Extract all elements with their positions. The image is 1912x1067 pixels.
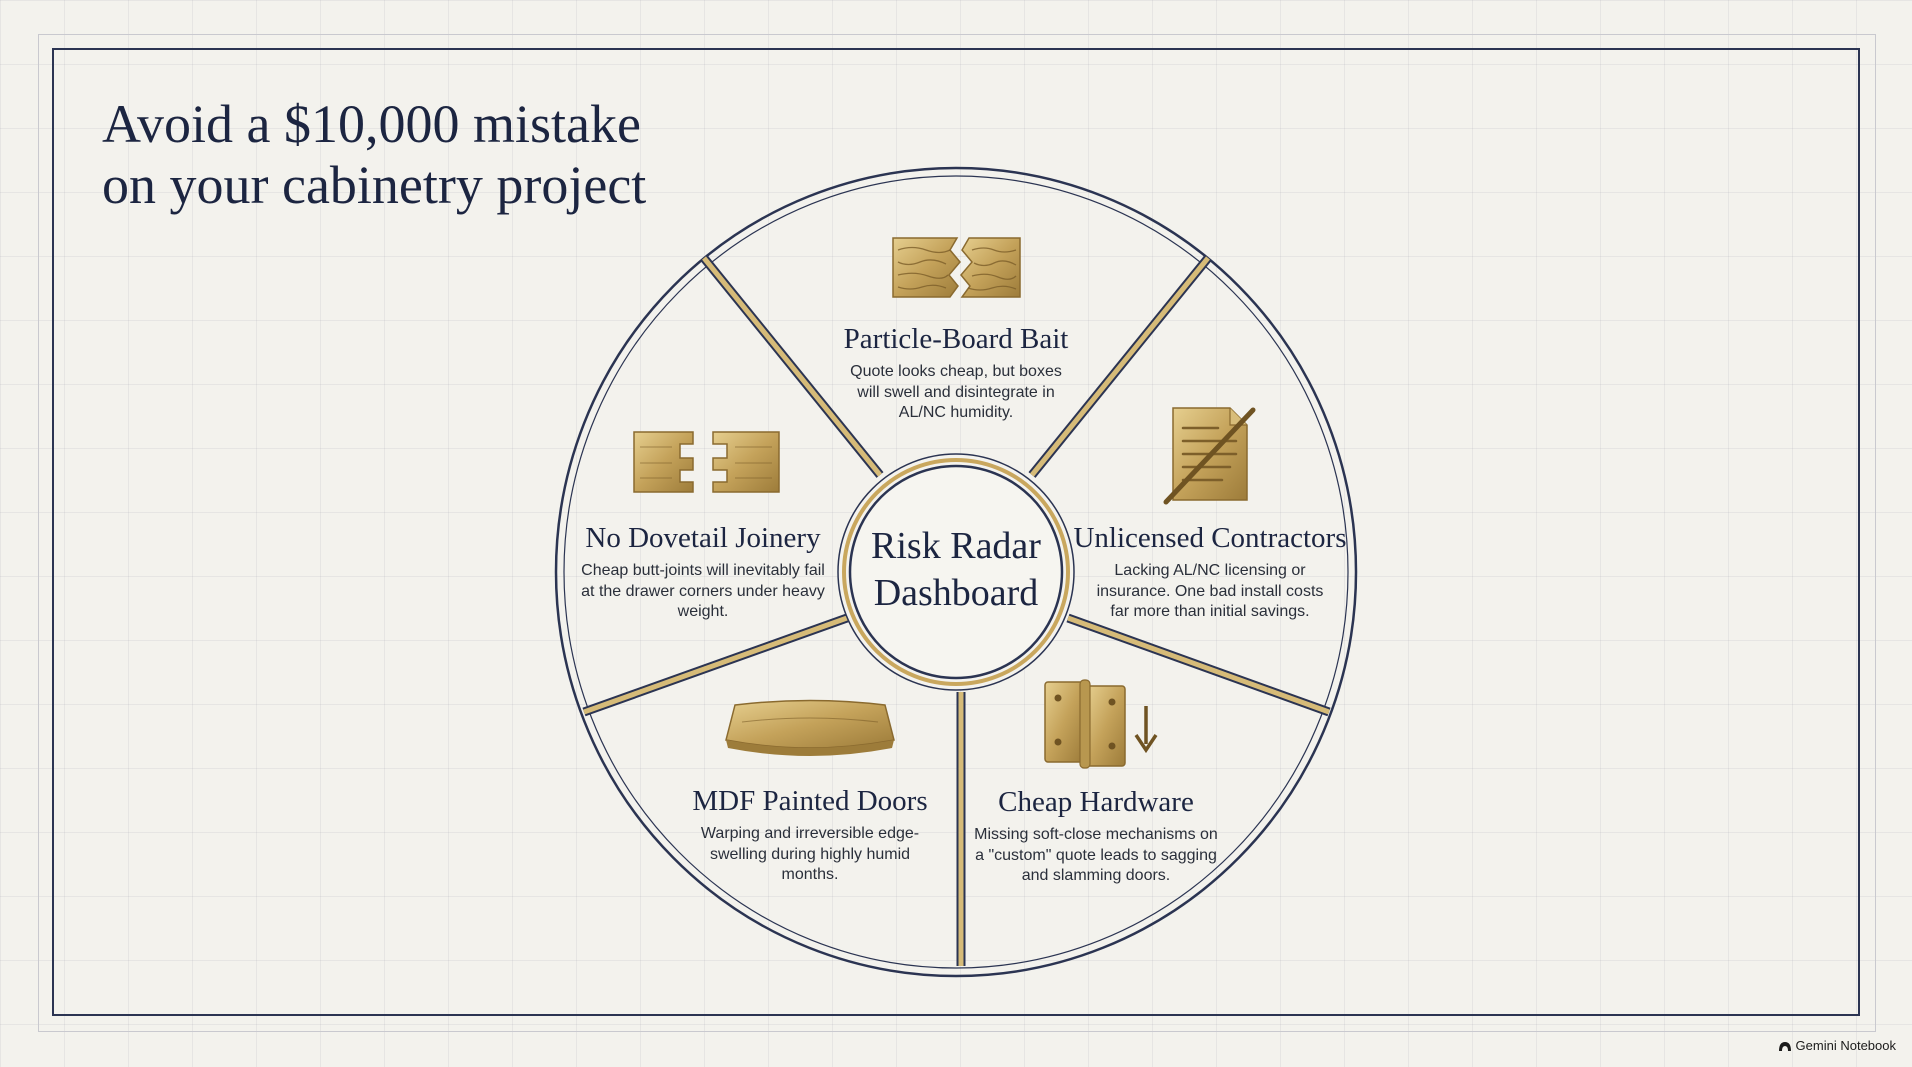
crossed-document-icon — [1163, 407, 1256, 505]
hinge-down-arrow-icon — [1044, 679, 1158, 769]
hub-title: Risk Radar Dashboard — [856, 523, 1056, 617]
hub-inner-circle — [848, 464, 1064, 680]
slide-frame — [52, 48, 1860, 1016]
segment-title: Particle-Board Bait — [843, 323, 1069, 355]
segment-unlicensed-contractors: Unlicensed Contractors Lacking AL/NC lic… — [1070, 521, 1350, 623]
segment-title: Cheap Hardware — [998, 786, 1194, 818]
segment-particle-board: Particle-Board Bait Quote looks cheap, b… — [816, 322, 1096, 424]
wheel-outer-ring — [554, 166, 1358, 978]
segment-cheap-hardware: Cheap Hardware Missing soft-close mechan… — [956, 785, 1236, 887]
outer-guide-frame — [38, 34, 1876, 1032]
segment-mdf-painted-doors: MDF Painted Doors Warping and irreversib… — [670, 784, 950, 886]
segment-description: Cheap butt-joints will inevitably fail a… — [581, 562, 825, 620]
warped-panel-icon — [725, 699, 895, 756]
watermark-text: Gemini Notebook — [1795, 1038, 1896, 1053]
segment-description: Lacking AL/NC licensing or insurance. On… — [1096, 562, 1324, 620]
segment-title: No Dovetail Joinery — [585, 522, 821, 554]
segment-description: Quote looks cheap, but boxes will swell … — [850, 363, 1062, 421]
title-line-1: Avoid a $10,000 mistake — [102, 94, 641, 154]
page-title: Avoid a $10,000 mistake on your cabinetr… — [102, 94, 646, 216]
segment-no-dovetail-joinery: No Dovetail Joinery Cheap butt-joints wi… — [563, 521, 843, 623]
wheel-inner-ring — [563, 175, 1349, 969]
broken-board-icon — [892, 237, 1021, 298]
segment-description: Missing soft-close mechanisms on a "cust… — [974, 826, 1218, 884]
hub-title-line-2: Dashboard — [873, 572, 1039, 614]
segment-title: Unlicensed Contractors — [1073, 522, 1347, 554]
split-joint-icon — [633, 431, 780, 493]
notebook-logo-icon — [1778, 1041, 1791, 1051]
hub-title-line-1: Risk Radar — [871, 525, 1041, 567]
segment-title: MDF Painted Doors — [692, 785, 928, 817]
hub-gold-ring — [842, 458, 1070, 686]
segment-description: Warping and irreversible edge-swelling d… — [700, 825, 920, 883]
gemini-notebook-watermark: Gemini Notebook — [1778, 1038, 1896, 1053]
title-line-2: on your cabinetry project — [102, 155, 647, 215]
wheel-spokes — [582, 255, 1331, 966]
